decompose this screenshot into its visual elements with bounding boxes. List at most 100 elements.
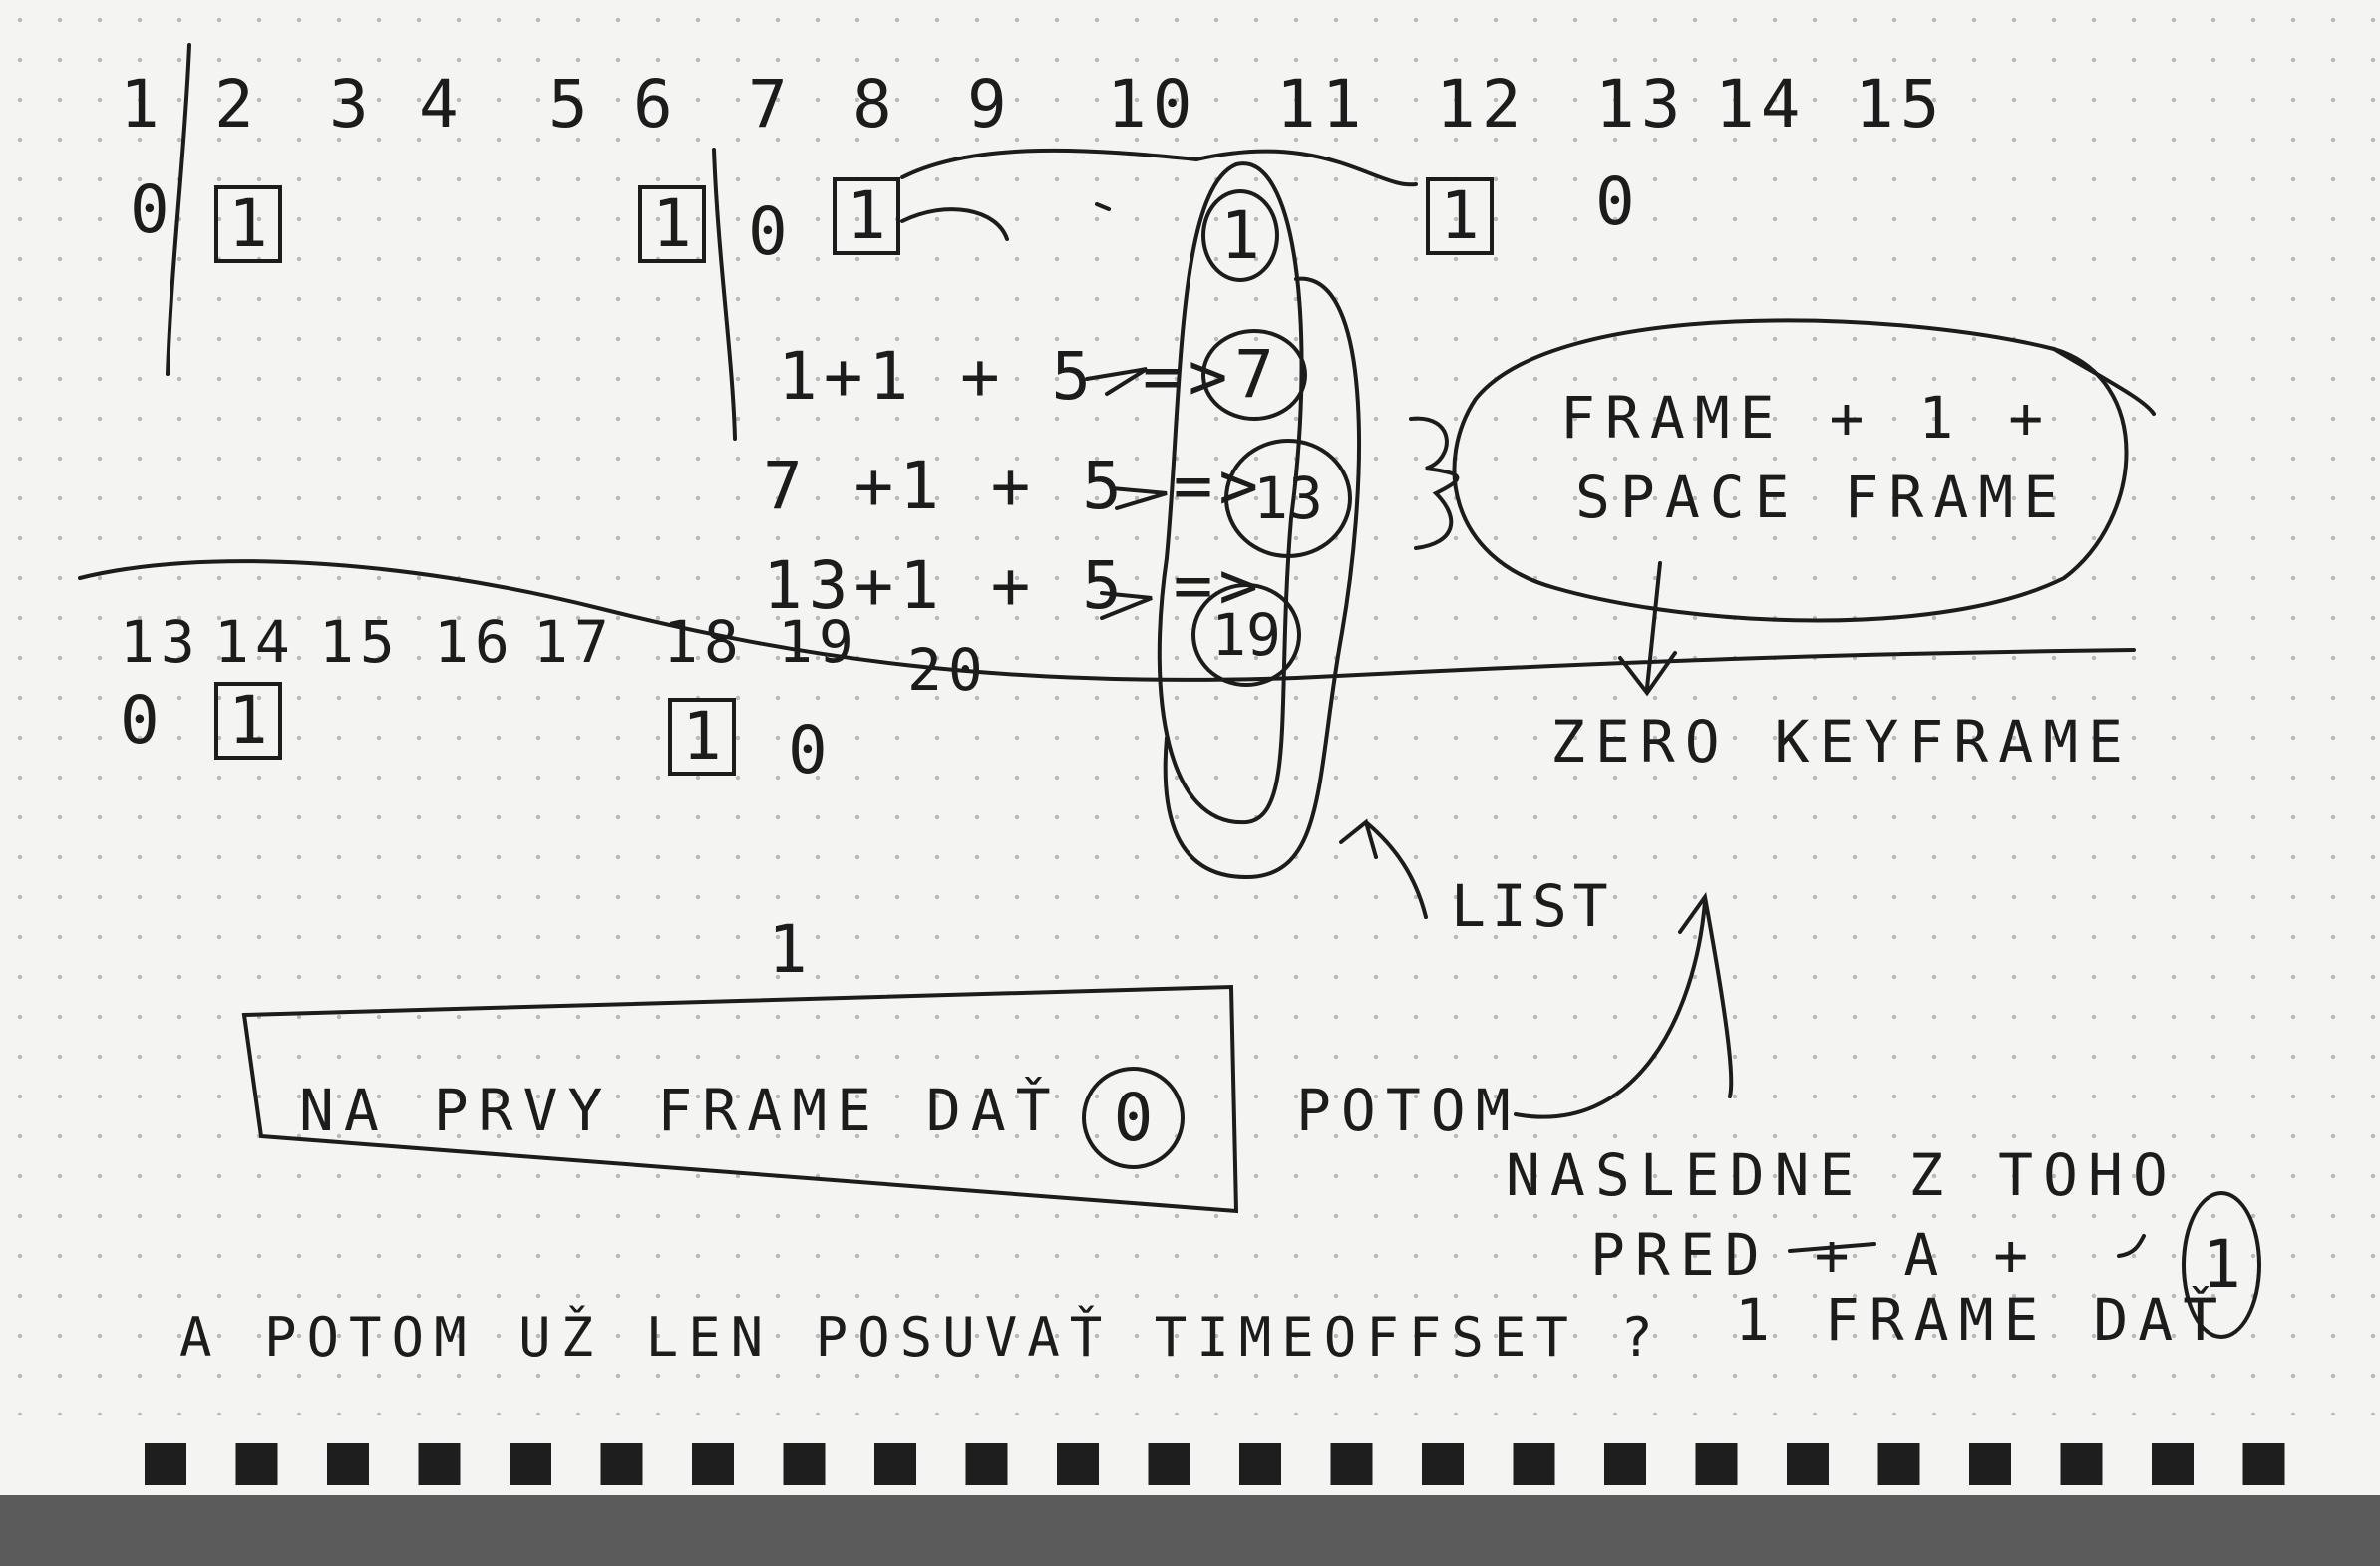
thought-bubble	[1452, 318, 2129, 623]
keyframe-box: 1	[833, 177, 900, 255]
frame-num: 12	[1436, 66, 1528, 143]
list-value-circle: 19	[1191, 583, 1301, 687]
equation-3: 13+1 + 5 =>	[763, 547, 1265, 624]
perforation-hole	[1422, 1443, 1464, 1485]
list-value-circle: 13	[1224, 439, 1352, 558]
frame-num: 5	[548, 66, 594, 143]
right-note-circle: 1	[2182, 1191, 2261, 1339]
note-box	[241, 984, 1239, 1214]
perforation-hole	[145, 1443, 186, 1485]
perforation-hole	[1695, 1443, 1738, 1485]
perforation-hole	[965, 1443, 1008, 1485]
frame-num: 9	[967, 66, 1013, 143]
equation-2: 7 +1 + 5 =>	[763, 448, 1265, 524]
perforation-hole	[2060, 1443, 2103, 1485]
arrow-12-to-8	[900, 148, 1418, 187]
potom-label: POTOM	[1296, 1077, 1521, 1144]
perforation-hole	[1148, 1443, 1190, 1485]
perforation-hole	[1787, 1443, 1829, 1485]
list-label: LIST	[1451, 872, 1614, 940]
arrow-8-hook	[900, 207, 1009, 241]
down-arrow	[1618, 561, 1677, 697]
list-arrow	[1339, 818, 1428, 919]
value-zero: 0	[1595, 163, 1641, 240]
eq-arrow-3	[1100, 591, 1153, 620]
perforation-hole	[1877, 1443, 1920, 1485]
frame-num: 14	[1715, 66, 1807, 143]
boxed-note-circle: 0	[1082, 1067, 1185, 1169]
boxed-note-text: NA PRVY FRAME DAŤ	[299, 1077, 1061, 1144]
right-note-line-3: 1 FRAME DAŤ	[1735, 1286, 2228, 1354]
value-zero: 0	[130, 171, 175, 248]
bubble-tail	[2052, 347, 2156, 416]
list-value-circle: 1	[1201, 189, 1279, 282]
value-zero: 0	[748, 193, 794, 270]
list-ellipse-outer	[1163, 276, 1362, 880]
frame-num: 4	[419, 66, 465, 143]
frame-num: 7	[748, 66, 794, 143]
perforation-hole	[1239, 1443, 1281, 1485]
potom-arrow	[1514, 891, 1734, 1119]
perforation-hole	[1969, 1443, 2011, 1485]
perforation-hole	[2152, 1443, 2194, 1485]
perforation-hole	[510, 1443, 551, 1485]
keyframe-box: 1	[638, 185, 706, 263]
frame-num: 6	[633, 66, 679, 143]
perforation-hole	[1330, 1443, 1373, 1485]
small-curve	[2117, 1234, 2146, 1258]
perforation-hole	[600, 1443, 643, 1485]
perforation-hole	[783, 1443, 826, 1485]
zero-keyframe-label: ZERO KEYFRAME	[1550, 708, 2133, 776]
eq-arrow-1	[1085, 367, 1149, 396]
frame-num: 17	[533, 608, 615, 676]
frame-num: 3	[329, 66, 375, 143]
wavy-separator	[78, 559, 2136, 682]
frame-num: 13	[120, 608, 201, 676]
keyframe-box: 1	[214, 185, 282, 263]
frame-num: 2	[214, 66, 260, 143]
ink-strokes	[78, 43, 2156, 1258]
keyframe-box: 1	[1426, 177, 1494, 255]
divider-line-mid	[712, 148, 737, 441]
frame-num: 16	[434, 608, 515, 676]
equation-1: 1+1 + 5 =>	[778, 338, 1234, 415]
value-zero: 0	[788, 712, 834, 788]
frame-num: 20	[907, 636, 989, 704]
perforated-edge	[0, 1415, 2380, 1566]
frame-num: 18	[663, 608, 745, 676]
strike-mark	[1788, 1242, 1876, 1253]
perforation-hole	[418, 1443, 461, 1485]
perforation-hole	[1604, 1443, 1646, 1485]
frame-num: 13	[1595, 66, 1687, 143]
frame-num: 10	[1107, 66, 1198, 143]
frame-num: 8	[852, 66, 898, 143]
frame-num: 11	[1276, 66, 1368, 143]
list-ellipse-inner	[1157, 161, 1304, 825]
list-value-circle: 7	[1201, 329, 1307, 421]
keyframe-box: 1	[668, 698, 736, 776]
bottom-note: A POTOM UŽ LEN POSUVAŤ TIMEOFFSET ?	[179, 1306, 1663, 1369]
frame-num: 14	[214, 608, 296, 676]
bubble-line-2: SPACE FRAME	[1575, 464, 2069, 531]
perforation-hole	[1057, 1443, 1099, 1485]
eq-arrow-2	[1110, 486, 1168, 510]
value-zero: 0	[120, 682, 166, 759]
perforation-hole	[692, 1443, 734, 1485]
one-above-box: 1	[768, 911, 814, 988]
perforation-hole	[1513, 1443, 1555, 1485]
keyframe-box: 1	[214, 682, 282, 760]
tick-mark	[1095, 202, 1111, 211]
divider-line-left	[166, 43, 191, 376]
frame-num: 15	[319, 608, 401, 676]
perforation-hole	[327, 1443, 369, 1485]
frame-num: 19	[778, 608, 859, 676]
right-note-line-1: NASLEDNE Z TOHO	[1506, 1141, 2178, 1209]
frame-num: 15	[1855, 66, 1946, 143]
perforation-hole	[874, 1443, 916, 1485]
right-note-line-2: PRED + A +	[1590, 1221, 2039, 1289]
dot-grid	[0, 0, 2380, 1415]
perforation-hole	[235, 1443, 278, 1485]
perforation-hole	[2242, 1443, 2285, 1485]
